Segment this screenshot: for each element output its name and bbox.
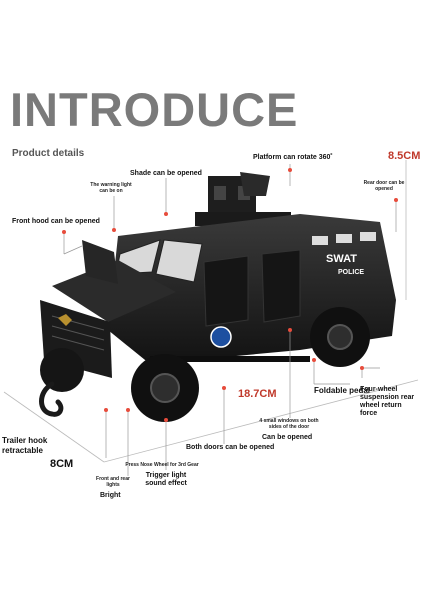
dimension-lines bbox=[3, 160, 419, 463]
label-bright: Bright bbox=[100, 492, 121, 499]
dimension-width: 8CM bbox=[50, 458, 74, 470]
label-platform: Platform can rotate 360˚ bbox=[253, 154, 333, 161]
label-press-wheel: Press Nose Wheel for 3rd Gear bbox=[125, 462, 199, 468]
label-front-hood: Front hood can be opened bbox=[12, 218, 100, 225]
dimension-length: 18.7CM bbox=[238, 388, 277, 400]
label-can-be-opened: Can be opened bbox=[262, 434, 313, 441]
label-foldable-pedal: Foldable pedal bbox=[314, 386, 371, 395]
label-both-doors: Both doors can be opened bbox=[186, 444, 275, 451]
marker-dots bbox=[62, 168, 398, 422]
page-title: INTRODUCE bbox=[10, 83, 299, 136]
label-rear-door: Rear door can be opened bbox=[363, 180, 405, 192]
label-suspension: Four-wheel suspension rear wheel return … bbox=[360, 386, 415, 418]
swat-text: SWAT bbox=[326, 253, 357, 265]
police-text: POLICE bbox=[338, 269, 364, 276]
page-subtitle: Product details bbox=[12, 148, 85, 159]
label-front-rear-lights: Front and rear lights bbox=[96, 476, 130, 488]
wheels bbox=[40, 307, 370, 422]
label-trigger-light: Trigger light sound effect bbox=[145, 472, 187, 488]
label-trailer-hook: Trailer hook retractable bbox=[2, 436, 48, 455]
tow-hook bbox=[39, 381, 64, 417]
label-shade: Shade can be opened bbox=[130, 170, 202, 177]
label-warning-light: The warning light can be on bbox=[90, 182, 132, 194]
leader-lines bbox=[63, 164, 397, 476]
dimension-height: 8.5CM bbox=[388, 150, 421, 162]
turret bbox=[195, 172, 291, 226]
label-small-windows: 4 small windows on both sides of the doo… bbox=[259, 418, 319, 430]
